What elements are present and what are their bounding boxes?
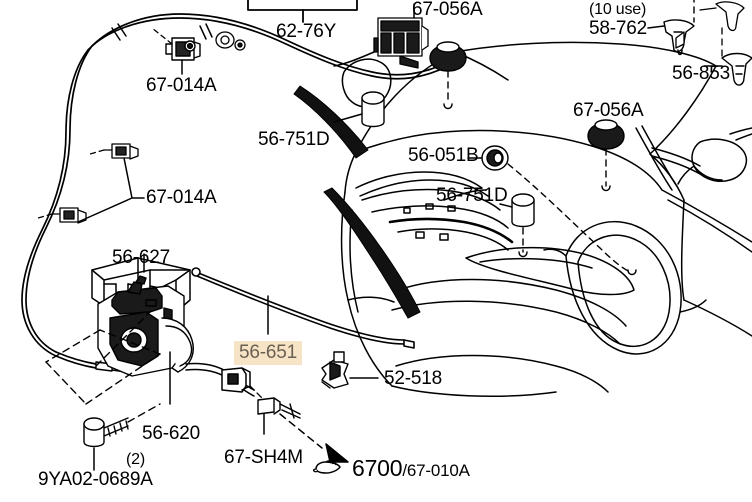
release-cable (21, 13, 449, 369)
link-rod-lower (185, 362, 255, 397)
pointing-hand-icon-svg (312, 460, 341, 474)
grommet-56-051b (481, 145, 509, 171)
label-56-651-highlighted[interactable]: 56-651 (234, 341, 302, 365)
reference-arrow (279, 413, 349, 463)
connector-67-056a-part (373, 17, 429, 69)
ref-page-number: 6700 (352, 455, 403, 481)
label-56-051b: 56-051B (408, 145, 479, 166)
car-illustration (293, 41, 752, 397)
grommet-67-sh4m (257, 397, 281, 415)
cable-56-651 (191, 267, 415, 349)
leader-56-751d-left (333, 113, 363, 123)
grommet-67-056a-right (587, 119, 625, 150)
leader-56-751d-right (499, 203, 513, 208)
label-56-853: 56-853 (672, 63, 730, 84)
cable-grommet-small (215, 31, 246, 51)
reference-page-ref: 6700/67-010A (352, 457, 470, 480)
label-bolt-quantity: (2) (126, 451, 145, 468)
label-56-620: 56-620 (142, 423, 200, 444)
latch-mount-dashed-box (45, 329, 161, 405)
leader-dashed-mid-clip (89, 149, 105, 155)
latch-56-620 (97, 275, 194, 377)
label-56-627: 56-627 (112, 247, 170, 268)
bumper-56-751d-right (511, 193, 535, 228)
label-56-751d-right: 56-751D (436, 185, 508, 206)
leader-dashed-low-clip (37, 213, 53, 219)
pointing-hand-icon (312, 458, 342, 484)
label-67-014a-upper: 67-014A (146, 75, 217, 96)
clip-upper-right-small (675, 31, 685, 49)
label-67-sh4m: 67-SH4M (224, 447, 303, 468)
label-58-762: 58-762 (589, 18, 647, 39)
ref-part-number: 67-010A (406, 461, 470, 480)
clip-67-014a-mid (103, 143, 139, 160)
label-52-518: 52-518 (384, 368, 442, 389)
leader-58-762 (647, 25, 665, 29)
label-62-76y: 62-76Y (276, 21, 337, 42)
clip-56-853 (721, 52, 752, 86)
grommet-67-056a-left (429, 41, 467, 72)
clip-52-518 (321, 351, 349, 389)
bolt-9ya02-0689a (83, 417, 129, 448)
bracket-62-76y (247, 0, 358, 23)
label-67-014a-lower: 67-014A (146, 187, 217, 208)
ref-separator: / (402, 461, 407, 480)
label-58-762-count: (10 use) (589, 1, 647, 18)
label-67-056a-top: 67-056A (412, 0, 483, 20)
label-67-056a-right: 67-056A (573, 100, 644, 121)
clip-upper-right-extra (699, 1, 745, 32)
leader-67-014a-lower (77, 157, 145, 223)
label-9ya02-0689a: 9YA02-0689A (38, 469, 153, 490)
label-56-751d-left: 56-751D (258, 129, 330, 150)
clip-67-014a-upper (165, 37, 201, 61)
bumper-56-751d-left (361, 91, 385, 128)
